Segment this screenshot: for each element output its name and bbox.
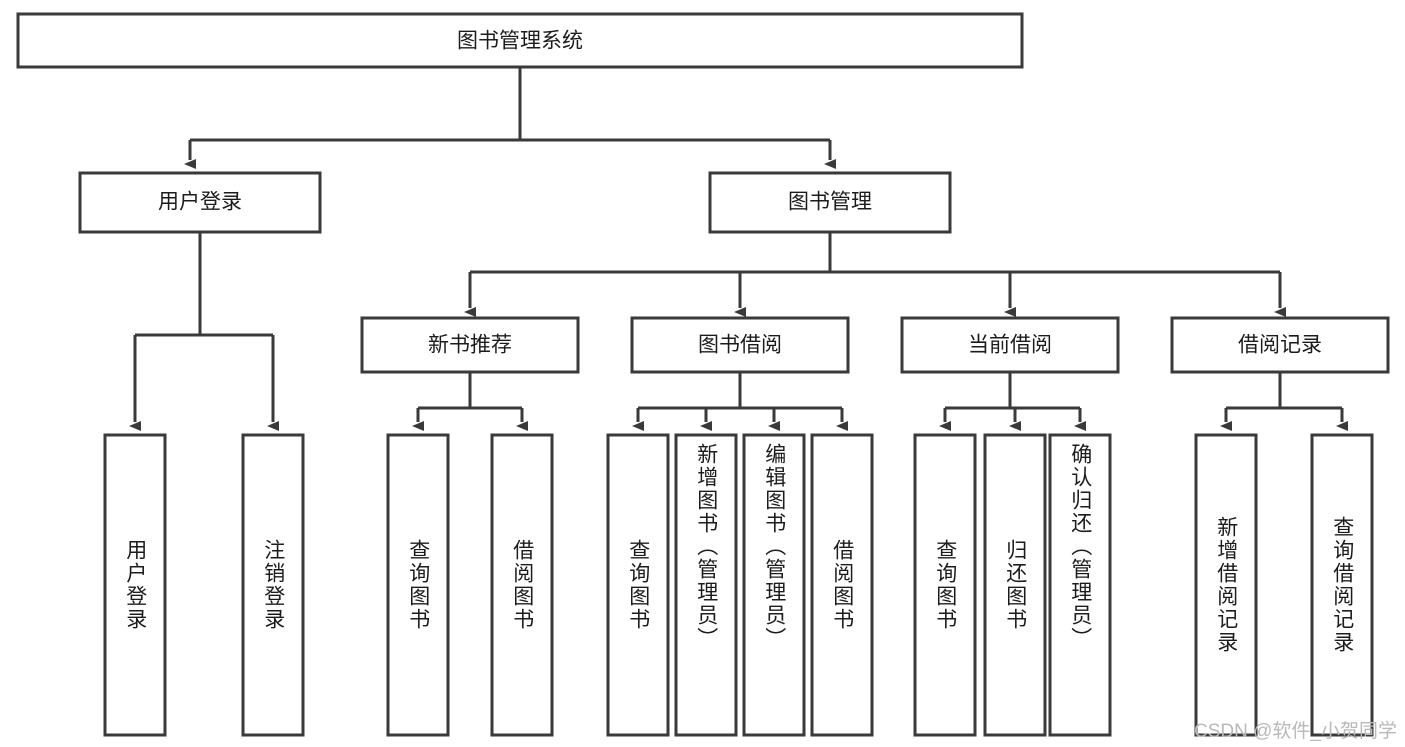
leaf-box-current-borrow-2[interactable]: [1048, 433, 1112, 737]
leaf-label: 借阅图书: [510, 539, 534, 631]
leaf-new-book-0[interactable]: 查询图书: [388, 435, 448, 735]
connector-book-mgmt-to-level3: [464, 232, 1286, 317]
leaf-label: 新增借阅记录: [1214, 516, 1238, 654]
leaf-label: 查询图书: [933, 539, 957, 631]
node-new-book-recommend-label: 新书推荐: [428, 334, 512, 357]
leaf-box-book-borrow-0[interactable]: [606, 433, 670, 737]
leaf-box-borrow-record-0[interactable]: [1194, 433, 1258, 737]
node-current-borrow-label: 当前借阅: [968, 334, 1052, 357]
connector-borrow-record-to-leaves: [1220, 372, 1348, 431]
connector-current-borrow-to-leaves: [939, 372, 1086, 431]
connector-user-login-to-leaves: [129, 232, 279, 431]
connector-root-to-level2: [184, 67, 836, 169]
leaf-box-book-borrow-2[interactable]: [742, 433, 806, 737]
leaf-label: 用户登录: [123, 539, 147, 631]
node-book-management-label: 图书管理: [788, 191, 872, 214]
leaf-box-user-login-0[interactable]: [103, 433, 167, 737]
node-borrow-record[interactable]: [1170, 316, 1390, 374]
node-borrow-record-label: 借阅记录: [1238, 334, 1322, 357]
leaf-label: 查询图书: [626, 539, 650, 631]
leaf-label: 确认归还（管理员）: [1068, 443, 1092, 650]
node-book-borrow-label: 图书借阅: [698, 334, 782, 357]
node-book-borrow[interactable]: [630, 316, 850, 374]
leaf-box-borrow-record-1[interactable]: [1310, 433, 1374, 737]
node-user-login[interactable]: [78, 171, 322, 234]
leaf-current-borrow-0[interactable]: 查询图书: [915, 435, 975, 735]
leaf-current-borrow-2[interactable]: 确认归还（管理员）: [1050, 443, 1110, 735]
node-root[interactable]: [16, 12, 1024, 69]
leaf-book-borrow-0[interactable]: 查询图书: [608, 435, 668, 735]
node-current-borrow[interactable]: [900, 316, 1120, 374]
leaf-label: 编辑图书（管理员）: [762, 443, 786, 650]
leaf-box-current-borrow-0[interactable]: [913, 433, 977, 737]
node-book-management[interactable]: [708, 171, 952, 234]
connector-new-book-to-leaves: [412, 372, 528, 431]
leaf-current-borrow-1[interactable]: 归还图书: [985, 435, 1045, 735]
node-root-label: 图书管理系统: [457, 30, 583, 53]
leaf-label: 归还图书: [1003, 539, 1027, 631]
leaf-box-new-book-0[interactable]: [386, 433, 450, 737]
leaf-label: 查询图书: [406, 539, 430, 631]
watermark-text: CSDN @软件_小贺同学: [1194, 721, 1397, 742]
node-user-login-label: 用户登录: [158, 191, 242, 214]
leaf-book-borrow-2[interactable]: 编辑图书（管理员）: [744, 443, 804, 735]
leaf-box-new-book-1[interactable]: [490, 433, 554, 737]
leaf-box-book-borrow-3[interactable]: [810, 433, 874, 737]
leaf-borrow-record-0[interactable]: 新增借阅记录: [1196, 435, 1256, 735]
leaf-label: 查询借阅记录: [1330, 516, 1354, 654]
leaf-user-login-0[interactable]: 用户登录: [105, 435, 165, 735]
leaf-borrow-record-1[interactable]: 查询借阅记录: [1312, 435, 1372, 735]
leaf-label: 借阅图书: [830, 539, 854, 631]
leaf-label: 新增图书（管理员）: [694, 443, 718, 650]
leaf-box-user-login-1[interactable]: [241, 433, 305, 737]
leaf-book-borrow-3[interactable]: 借阅图书: [812, 435, 872, 735]
leaf-box-current-borrow-1[interactable]: [983, 433, 1047, 737]
leaf-user-login-1[interactable]: 注销登录: [243, 435, 303, 735]
leaf-label: 注销登录: [261, 539, 285, 631]
leaf-box-book-borrow-1[interactable]: [674, 433, 738, 737]
leaf-book-borrow-1[interactable]: 新增图书（管理员）: [676, 443, 736, 735]
connector-book-borrow-to-leaves: [632, 372, 848, 431]
node-new-book-recommend[interactable]: [360, 316, 580, 374]
leaf-new-book-1[interactable]: 借阅图书: [492, 435, 552, 735]
